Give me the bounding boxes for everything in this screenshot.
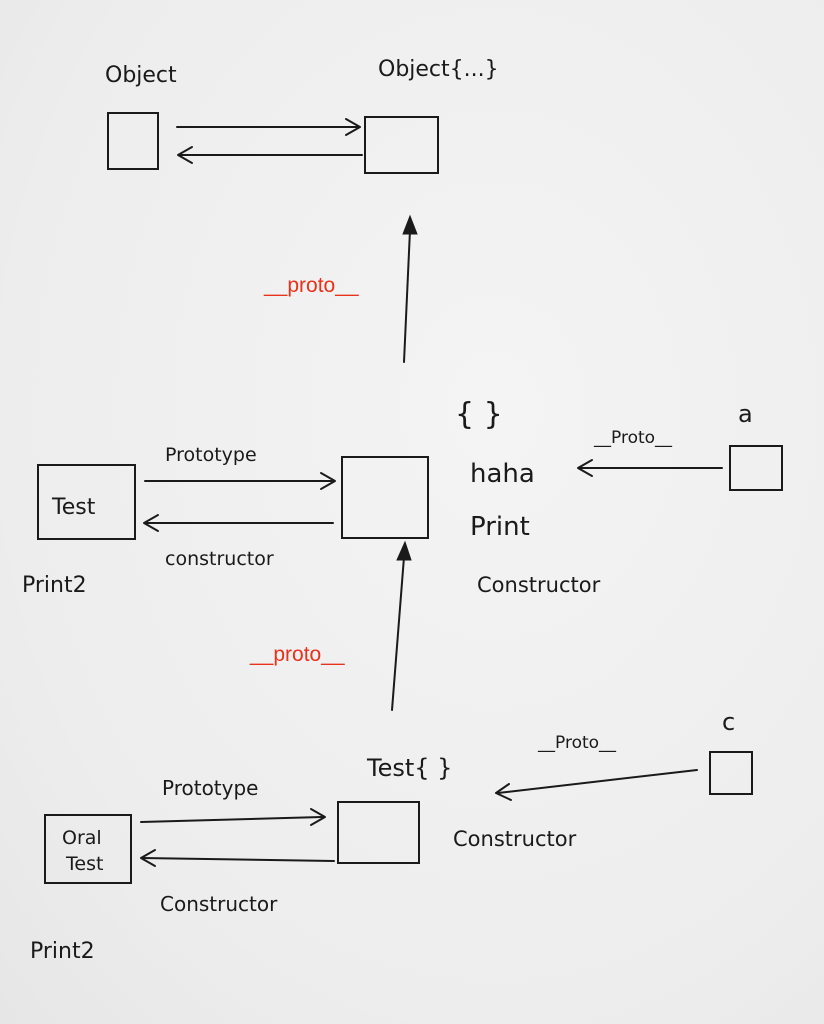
test-braces-label: Test{ } [366,754,452,782]
object-function-label: Object [105,63,177,88]
prototype-label-middle: Prototype [165,444,257,466]
constructor-label-bottom: Constructor [160,892,278,916]
test-constructor-arrowhead [143,514,159,532]
print2-label-middle: Print2 [22,573,87,598]
haha-property-label: haha [470,459,535,489]
print-property-label: Print [470,512,530,542]
proto-label-red-top: __proto__ [263,274,359,297]
oraltest-label-line1: Oral [62,827,102,849]
proto-c-arrow [497,769,698,794]
proto-label-red-bottom: __proto__ [249,643,345,666]
proto-up-arrow-top [403,229,411,363]
test-function-box [37,464,136,540]
instance-c-label: c [722,708,735,736]
braces-label-middle: { } [455,397,503,432]
test-prototype-arrowhead [320,472,336,490]
print2-label-bottom: Print2 [30,939,95,964]
oraltest-function-box [44,814,132,884]
oraltest-prototype-arrowhead [310,808,326,826]
constructor-property-label-bottom: Constructor [453,827,577,851]
object-function-box [107,112,159,170]
oraltest-prototype-box [337,801,420,864]
proto-up-arrowhead-top [402,214,418,235]
oraltest-label-line2: Test [65,853,103,875]
test-prototype-box [341,456,429,539]
proto-c-arrowhead [495,783,512,801]
instance-c-box [709,751,753,795]
proto-up-arrowhead-bottom [396,540,412,561]
oraltest-constructor-arrow [141,857,335,862]
object-prototype-box [364,116,439,174]
object-prototype-arrowhead [345,118,361,136]
instance-a-label: a [738,400,753,428]
oraltest-constructor-arrowhead [140,849,156,867]
oraltest-prototype-arrow [140,816,323,823]
constructor-label-middle: constructor [165,548,274,570]
proto-a-label: __Proto__ [593,428,673,448]
object-constructor-arrowhead [177,146,193,164]
proto-a-arrowhead [577,459,593,477]
object-prototype-label: Object{...} [378,57,499,82]
instance-a-box [729,445,783,491]
prototype-label-bottom: Prototype [162,776,258,800]
constructor-property-label-middle: Constructor [477,573,601,597]
proto-up-arrow-bottom [391,556,405,711]
test-function-label: Test [51,495,96,520]
proto-c-label: __Proto__ [537,733,617,753]
